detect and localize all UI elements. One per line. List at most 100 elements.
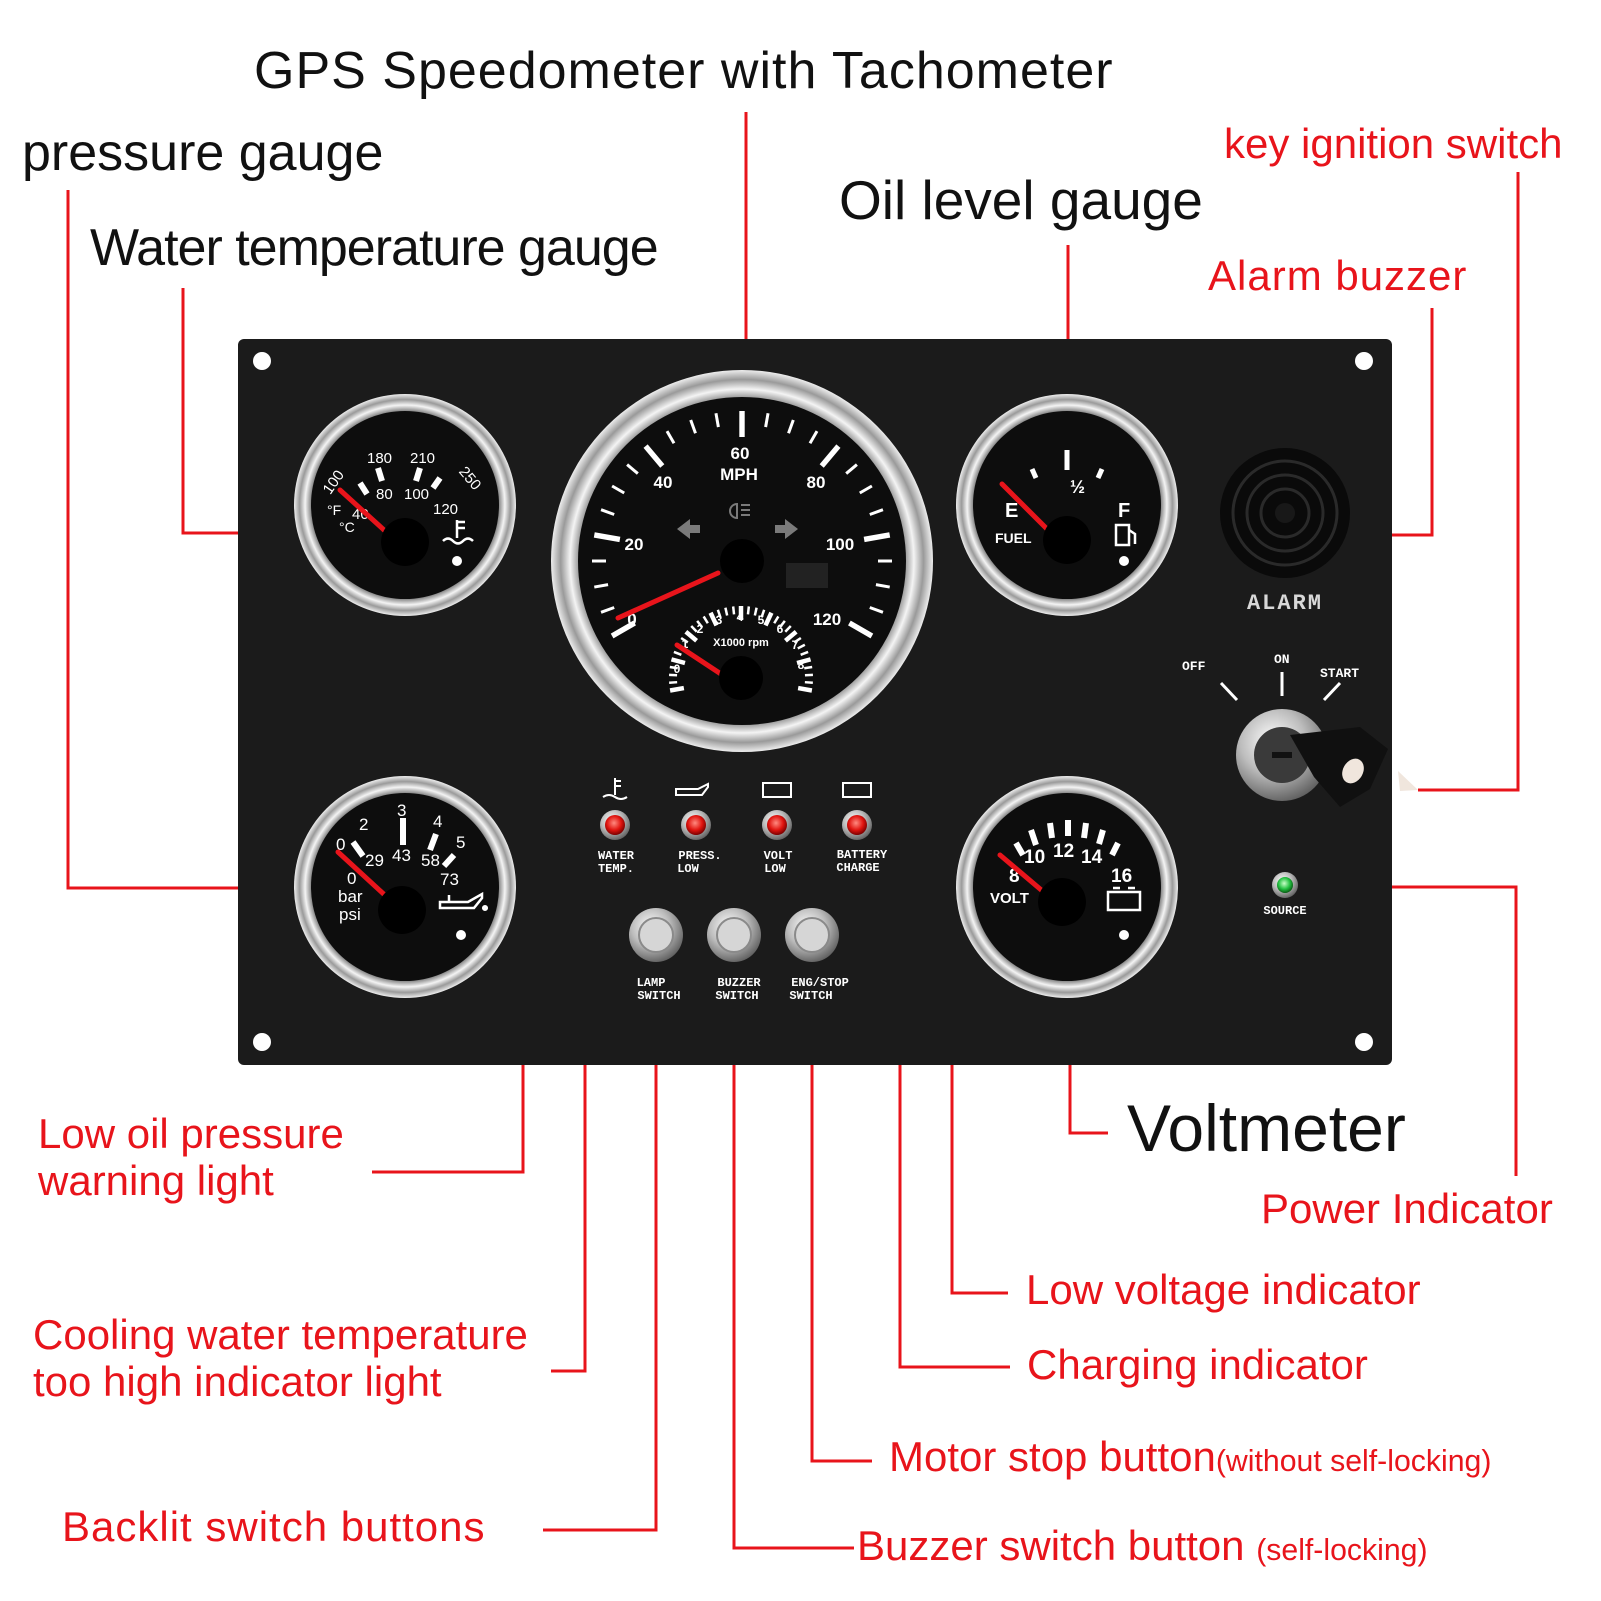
speed-tick-label: 80: [807, 473, 826, 492]
minor-tick: [594, 583, 609, 589]
alarm-label: ALARM: [1247, 591, 1323, 616]
leader-pressure: [66, 190, 300, 890]
warning-label: VOLT: [764, 849, 793, 863]
high-beam-icon: [729, 502, 750, 520]
minor-tick: [680, 636, 689, 644]
switch-label: LAMP: [637, 976, 666, 990]
tach-tick-label: 3: [716, 613, 723, 627]
leader-buzzer: [732, 962, 854, 1550]
minor-tick: [753, 607, 758, 616]
volt-tick-label: 16: [1111, 866, 1132, 887]
temp-tick-f: 180: [367, 450, 392, 467]
callout-low-voltage: Low voltage indicator: [1026, 1266, 1421, 1313]
tach-tick-label: 6: [777, 622, 784, 636]
voltmeter-gauge: 8 10 12 14 16 VOLT: [956, 776, 1178, 998]
minor-tick: [869, 508, 884, 516]
minor-tick: [702, 615, 709, 624]
warning-label: PRESS.: [678, 849, 721, 863]
tach-needle: [674, 642, 727, 679]
tach-tick-label: 7: [792, 638, 799, 652]
pressure-tick-psi: 0: [347, 869, 356, 888]
volt-label: VOLT: [990, 890, 1029, 907]
volt-tick-label: 10: [1024, 847, 1045, 868]
callout-voltmeter: Voltmeter: [1127, 1091, 1406, 1165]
power-indicator: SOURCE: [1263, 872, 1307, 918]
callout-pressure-gauge: pressure gauge: [22, 124, 384, 182]
minor-tick: [724, 607, 729, 616]
warning-label: LOW: [677, 862, 699, 876]
fuel-full-label: F: [1118, 500, 1130, 522]
major-tick: [643, 444, 665, 468]
pressure-unit-psi: psi: [339, 905, 361, 924]
right-arrow-icon: [775, 519, 798, 539]
major-tick: [796, 657, 812, 666]
minor-tick: [773, 615, 780, 624]
tach-tick-label: 5: [758, 613, 765, 627]
tach-tick-label: 8: [798, 658, 805, 672]
speed-tick-label: 100: [826, 535, 854, 554]
speed-tick-label: 0: [627, 610, 636, 629]
leader-motor-stop: [810, 962, 872, 1463]
buzzer-switch-button[interactable]: [707, 908, 761, 962]
engine-stop-switch-button[interactable]: [785, 908, 839, 962]
fuel-label: FUEL: [995, 530, 1032, 546]
pressure-tick-psi: 58: [421, 851, 440, 870]
mounting-hole: [1355, 1033, 1373, 1051]
pressure-tick-psi: 43: [392, 846, 411, 865]
major-tick: [669, 685, 685, 693]
major-tick: [593, 532, 621, 543]
switch-label: SWITCH: [789, 989, 832, 1003]
callout-low-oil-line1: Low oil pressure: [38, 1110, 344, 1157]
minor-tick: [673, 650, 682, 656]
pressure-tick-bar: 5: [456, 833, 465, 852]
ignition-start-label: START: [1320, 666, 1359, 681]
callout-motor-stop-note: (without self-locking): [1215, 1445, 1492, 1478]
mounting-holes: [253, 352, 1373, 1051]
callout-gps: GPS Speedometer with Tachometer: [254, 42, 1114, 100]
switch-label: SWITCH: [637, 989, 680, 1003]
temp-tick-c: 120: [433, 501, 458, 518]
water-temp-warning-icon: [602, 778, 628, 800]
warning-lights: WATER TEMP. PRESS. LOW VOLT LOW BATTERY …: [598, 778, 888, 876]
tach-tick-label: 0: [674, 662, 681, 676]
temp-needle: [337, 487, 387, 533]
minor-tick: [875, 583, 890, 589]
minor-tick: [600, 606, 615, 614]
lamp-switch-button[interactable]: [629, 908, 683, 962]
callout-charging: Charging indicator: [1027, 1341, 1368, 1388]
minor-tick: [778, 620, 786, 628]
mounting-hole: [1355, 352, 1373, 370]
minor-tick: [804, 680, 813, 684]
callout-cooling: Cooling water temperature too high indic…: [33, 1311, 528, 1405]
tach-unit: X1000 rpm: [713, 637, 769, 649]
minor-tick: [808, 430, 819, 444]
callout-key-switch: key ignition switch: [1224, 120, 1563, 167]
minor-tick: [800, 650, 809, 656]
oil-pressure-warning-icon: [675, 782, 709, 796]
ignition-off-label: OFF: [1182, 659, 1206, 674]
callout-low-oil-line2: warning light: [38, 1157, 274, 1205]
callout-cooling-line1: Cooling water temperature: [33, 1311, 528, 1358]
speed-tick-label: 40: [654, 473, 673, 492]
minor-tick: [600, 508, 615, 516]
minor-tick: [669, 680, 678, 684]
ignition-key: [1290, 727, 1418, 807]
pressure-tick-bar: 4: [433, 812, 442, 831]
tach-ticks: [669, 606, 813, 693]
ignition-on-label: ON: [1274, 652, 1290, 667]
pressure-tick-bar: 2: [359, 815, 368, 834]
callout-alarm-buzzer: Alarm buzzer: [1208, 252, 1468, 299]
minor-tick: [804, 665, 813, 670]
major-tick: [863, 532, 891, 543]
callout-oil-level: Oil level gauge: [839, 169, 1203, 231]
coolant-temperature-icon: [442, 520, 474, 545]
callout-power-indicator: Power Indicator: [1261, 1185, 1553, 1232]
fuel-half-label: ½: [1070, 477, 1085, 497]
pressure-tick-psi: 29: [365, 851, 384, 870]
fuel-pump-icon: [1114, 523, 1137, 547]
water-temperature-gauge: 100 180 210 250 40 80 100 120 °F °C: [294, 394, 516, 616]
major-tick: [763, 611, 774, 627]
minor-tick: [696, 620, 704, 628]
callout-cooling-line2: too high indicator light: [33, 1358, 442, 1406]
callout-motor-stop: Motor stop button(without self-locking): [889, 1433, 1491, 1480]
